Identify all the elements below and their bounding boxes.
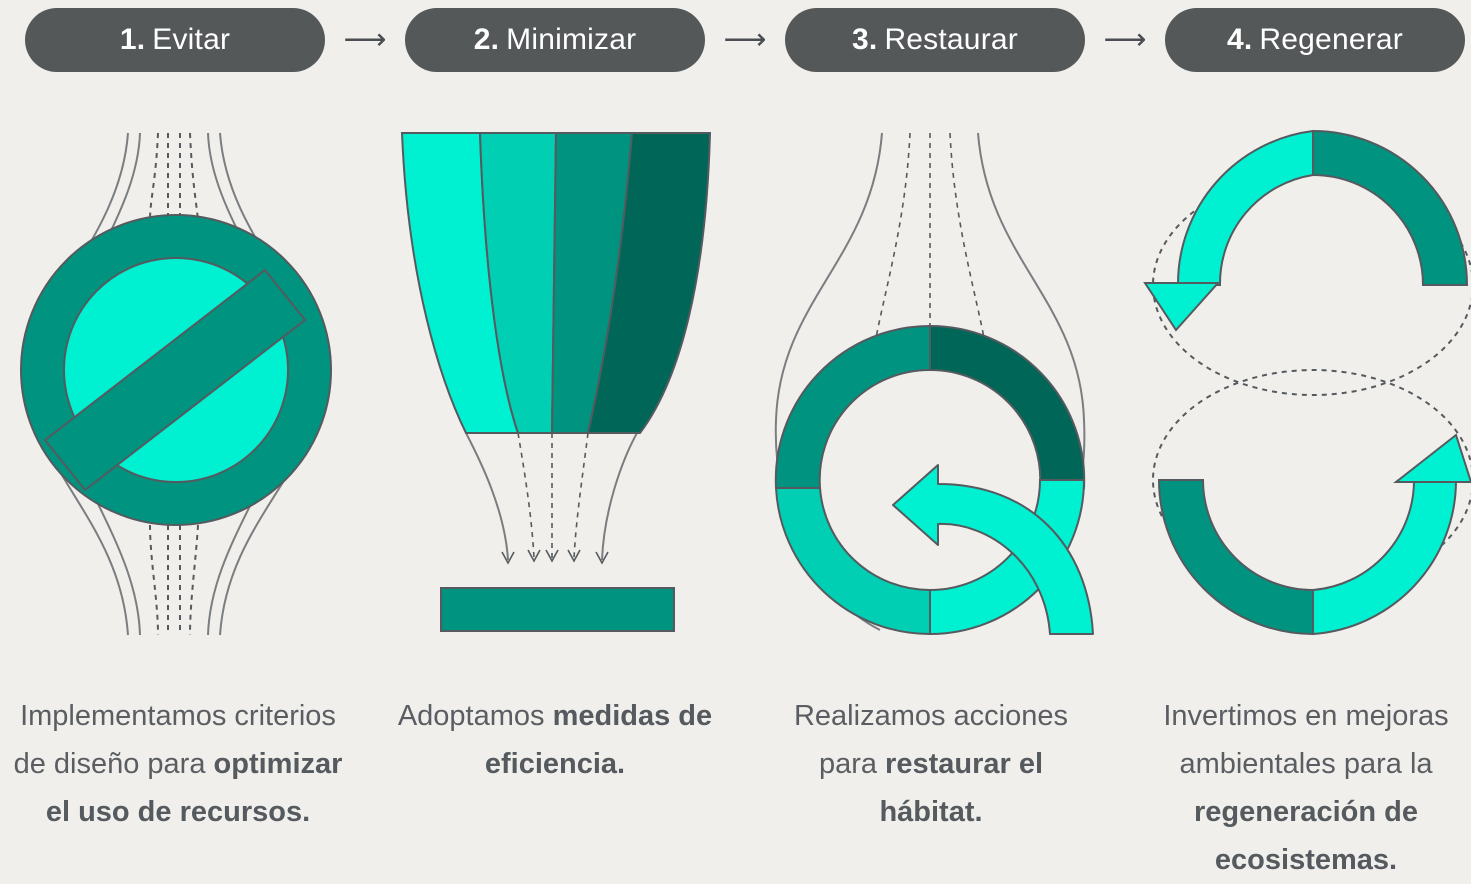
step-restaurar-pill: 3. Restaurar (785, 8, 1085, 72)
step-minimizar-pill: 2. Minimizar (405, 8, 705, 72)
desc-text: Implementamos criterios de diseño para (13, 700, 336, 780)
step-restaurar-description: Realizamos acciones para restaurar el há… (766, 692, 1096, 836)
no-entry-icon (20, 132, 332, 636)
step-label: Minimizar (506, 23, 637, 56)
step-label: Regenerar (1259, 23, 1403, 56)
step-label: Evitar (152, 23, 231, 56)
desc-highlight: regeneración de ecosistemas. (1193, 796, 1419, 876)
desc-text: Invertimos en mejoras ambientales para l… (1163, 700, 1449, 780)
step-regenerar-pill: 4. Regenerar (1165, 8, 1465, 72)
desc-highlight: restaurar el hábitat. (879, 748, 1044, 828)
funnel-icon (400, 132, 712, 632)
desc-text: Adoptamos (397, 700, 553, 732)
step-number: 1. (119, 23, 146, 56)
arrow-right-icon: ⟶ (1103, 23, 1147, 56)
step-label: Restaurar (884, 23, 1018, 56)
desc-highlight: medidas de eficiencia. (484, 700, 713, 780)
arrow-right-icon: ⟶ (723, 23, 767, 56)
step-evitar-pill: 1. Evitar (25, 8, 325, 72)
step-regenerar-description: Invertimos en mejoras ambientales para l… (1141, 692, 1471, 884)
desc-text: Realizamos acciones para (793, 700, 1068, 780)
desc-highlight: optimizar el uso de recursos. (45, 748, 343, 828)
step-number: 2. (473, 23, 500, 56)
step-number: 3. (852, 23, 878, 56)
restore-cycle-icon (774, 132, 1094, 636)
step-evitar-description: Implementamos criterios de diseño para o… (13, 692, 343, 836)
step-minimizar-description: Adoptamos medidas de eficiencia. (390, 692, 720, 788)
regeneration-cycle-icon (1143, 129, 1471, 636)
arrow-right-icon: ⟶ (343, 23, 387, 56)
step-number: 4. (1227, 23, 1253, 56)
